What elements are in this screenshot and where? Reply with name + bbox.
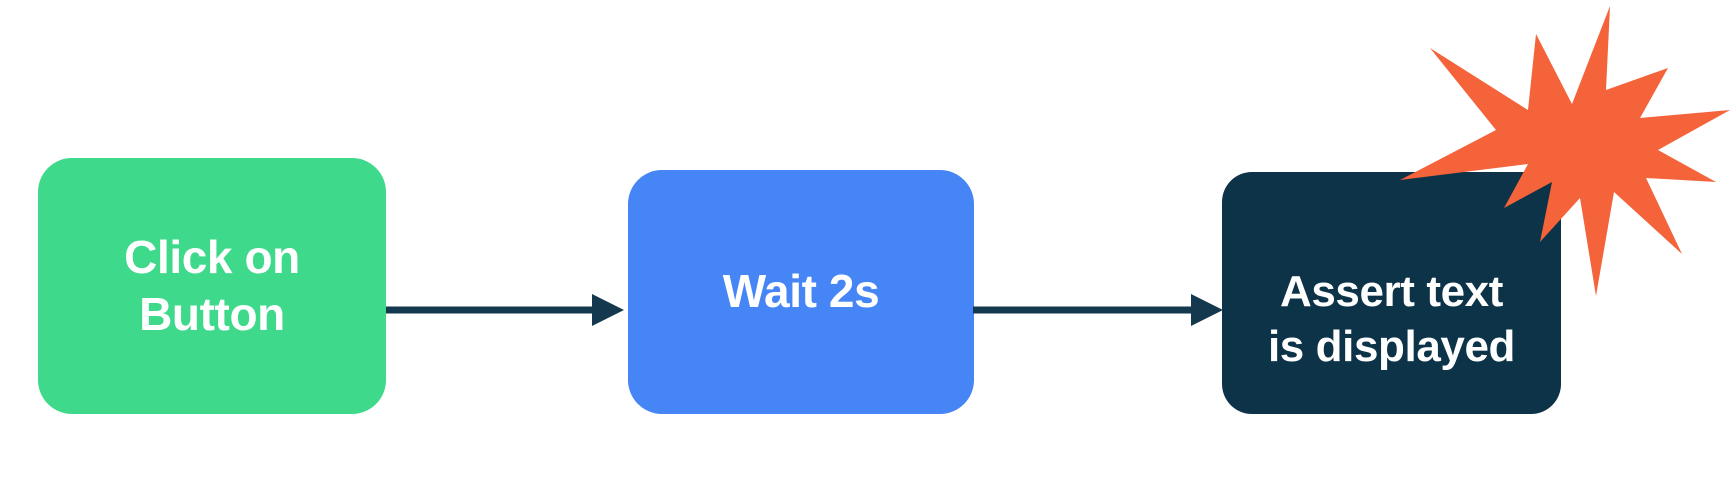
- flow-node-wait-2s[interactable]: Wait 2s: [628, 170, 974, 414]
- flow-node-click-label: Click on Button: [124, 230, 300, 341]
- arrow-right-icon: [973, 294, 1223, 326]
- arrow-right-icon: [386, 294, 624, 326]
- flow-node-assert-text-is-displayed[interactable]: Assert text is displayed: [1222, 172, 1561, 414]
- connector-click-to-wait: [386, 290, 624, 330]
- flow-node-wait-label: Wait 2s: [722, 265, 880, 318]
- connector-wait-to-assert: [973, 290, 1223, 330]
- flow-node-click-on-button[interactable]: Click on Button: [38, 158, 386, 414]
- flow-node-assert-label: Assert text is displayed: [1267, 267, 1516, 371]
